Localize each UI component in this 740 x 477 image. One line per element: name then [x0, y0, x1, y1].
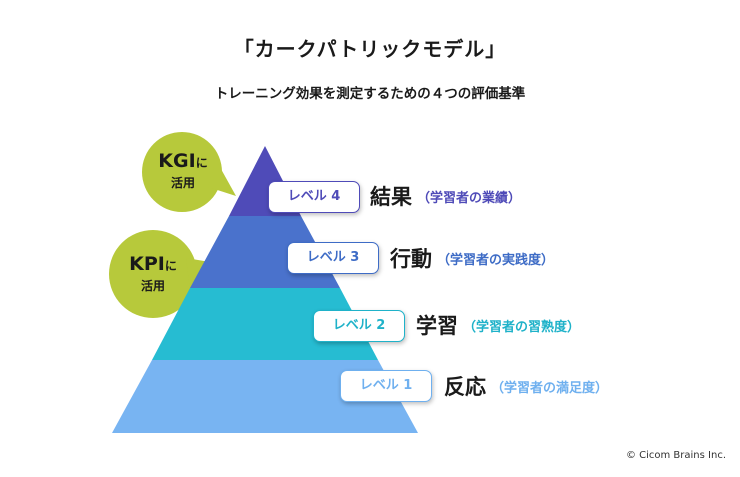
level-4-name: 結果 [370, 185, 412, 209]
diagram-title: 「カークパトリックモデル」 [233, 37, 507, 61]
kpi-bubble-label: KPIに 活用 [117, 253, 189, 294]
kpi-label: KPI [129, 253, 165, 275]
diagram-subtitle: トレーニング効果を測定するための４つの評価基準 [214, 86, 526, 102]
kgi-line2: 活用 [170, 176, 195, 190]
level-3-badge: レベル 3 [287, 242, 379, 274]
level-4-badge: レベル 4 [268, 181, 360, 213]
level-2-description: （学習者の習熟度） [463, 320, 581, 335]
kgi-label: KGI [158, 150, 196, 172]
level-3-description: （学習者の実践度） [437, 253, 555, 268]
level-4-description: （学習者の業績） [417, 191, 522, 206]
level-1-badge: レベル 1 [340, 370, 432, 402]
kgi-suffix: に [195, 156, 208, 170]
kpi-suffix: に [164, 259, 177, 273]
level-2-badge: レベル 2 [313, 310, 405, 342]
pyramid-tier-level-2 [152, 288, 378, 360]
level-2-name: 学習 [416, 314, 458, 338]
kgi-bubble-label: KGIに 活用 [147, 150, 219, 191]
level-1-name: 反応 [444, 375, 486, 399]
copyright-text: © Cicom Brains Inc. [625, 450, 726, 461]
kgi-bubble [142, 132, 236, 212]
level-1-description: （学習者の満足度） [491, 381, 609, 396]
level-3-name: 行動 [390, 247, 432, 271]
kpi-line2: 活用 [140, 279, 165, 293]
